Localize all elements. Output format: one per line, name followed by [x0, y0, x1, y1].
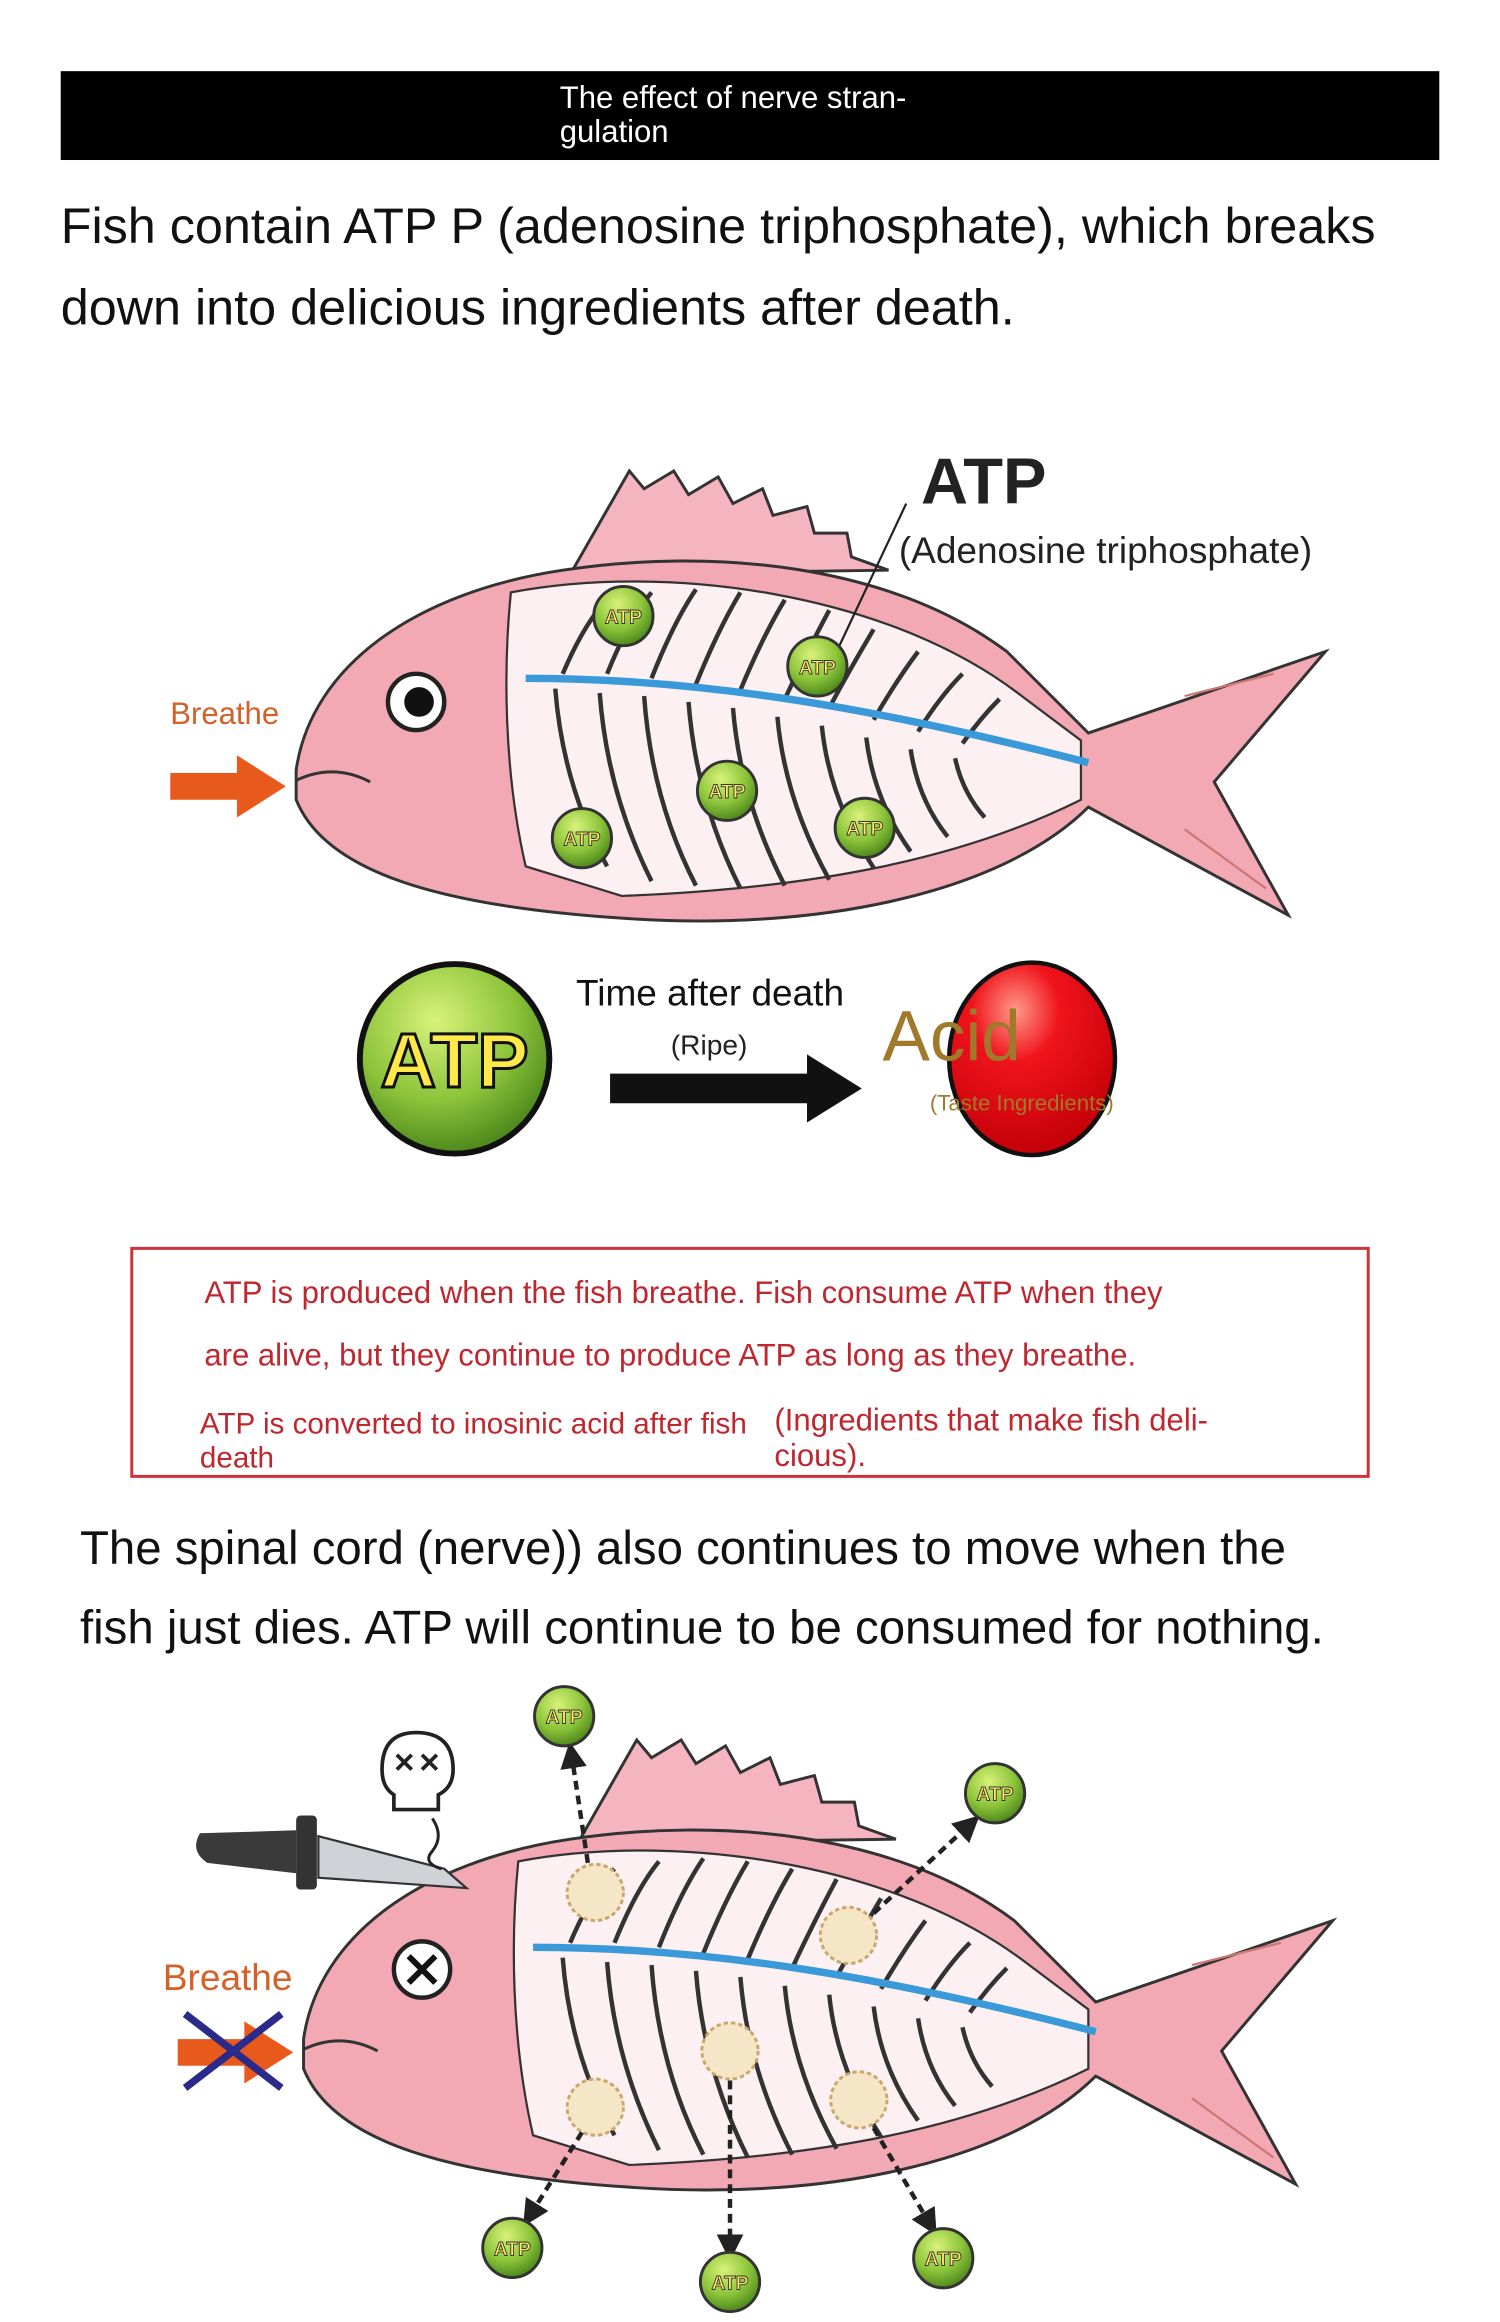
acid-ball [946, 960, 1118, 1158]
svg-text:ATP: ATP [711, 2273, 748, 2294]
svg-text:ATP: ATP [546, 1708, 583, 1729]
svg-text:ATP: ATP [563, 830, 600, 851]
eye-icon [385, 671, 447, 733]
skull-icon [380, 1730, 455, 1871]
breathe-label: Breathe [163, 1956, 293, 1998]
conversion-line-1: ATP is converted to inosinic acid after … [200, 1407, 747, 1440]
dead-eye-icon [391, 1939, 453, 2000]
svg-text:ATP: ATP [380, 1018, 528, 1104]
knife-icon [196, 1815, 470, 1890]
time-after-death-label: Time after death [576, 972, 844, 1014]
atp-ball-icon: ATP [833, 796, 896, 859]
svg-text:ATP: ATP [846, 819, 883, 840]
release-arrows [523, 1741, 980, 2262]
acid-sublabel: (Taste Ingredients) [930, 1091, 1114, 1116]
svg-text:ATP: ATP [799, 658, 836, 679]
info-box [130, 1246, 1370, 1478]
consumed-atp-spots [565, 1862, 889, 2137]
atp-ball-icon: ATP [963, 1762, 1027, 1825]
atp-full-name: (Adenosine triphosphate) [899, 529, 1312, 571]
spinal-line-2: fish just dies. ATP will continue to be … [80, 1602, 1324, 1655]
atp-ball-icon: ATP [533, 1685, 596, 1748]
atp-heading: ATP [921, 445, 1046, 518]
fish-illustration [304, 1740, 1333, 2190]
parenthetical-line-1: (Ingredients that make fish deli- [774, 1402, 1208, 1437]
atp-ball-icon: ATP [550, 807, 614, 870]
header-title-line-2: gulation [560, 114, 669, 149]
intro-line-1: Fish contain ATP P (adenosine triphospha… [61, 197, 1376, 254]
spinal-line-1: The spinal cord (nerve)) also continues … [80, 1522, 1286, 1575]
conversion-line-2: death [200, 1442, 274, 1475]
atp-ball-icon: ATP [912, 2227, 975, 2290]
breathe-blocked-icon [177, 2010, 294, 2091]
svg-text:ATP: ATP [709, 782, 746, 803]
atp-ball-icon: ATP [592, 584, 655, 648]
info-line-1: ATP is produced when the fish breathe. F… [204, 1275, 1163, 1310]
atp-ball-icon: ATP [698, 2250, 762, 2314]
atp-big-ball: ATP [356, 961, 553, 1157]
svg-text:ATP: ATP [605, 607, 642, 628]
svg-text:ATP: ATP [494, 2239, 531, 2260]
intro-line-2: down into delicious ingredients after de… [61, 278, 1015, 335]
parenthetical-line-2: cious). [774, 1438, 866, 1473]
breathe-label: Breathe [170, 696, 279, 731]
fish-diagram-alive: ATP (Adenosine triphosphate) Breathe ATP… [170, 445, 1325, 921]
time-arrow-icon [610, 1054, 862, 1123]
atp-ball-icon: ATP [786, 635, 849, 698]
svg-text:ATP: ATP [925, 2250, 962, 2271]
header-title-line-1: The effect of nerve stran- [560, 80, 907, 115]
acid-label: Acid [883, 997, 1021, 1076]
svg-text:ATP: ATP [977, 1785, 1014, 1806]
fish-diagram-killed: Breathe ATP ATP ATP ATP ATP [163, 1685, 1333, 2314]
atp-ball-icon: ATP [481, 2216, 544, 2279]
ripe-label: (Ripe) [671, 1029, 748, 1060]
header-bar [60, 71, 1440, 161]
atp-ball-icon: ATP [695, 759, 759, 822]
info-line-2: are alive, but they continue to produce … [204, 1337, 1136, 1372]
breathe-arrow-icon [170, 755, 286, 818]
